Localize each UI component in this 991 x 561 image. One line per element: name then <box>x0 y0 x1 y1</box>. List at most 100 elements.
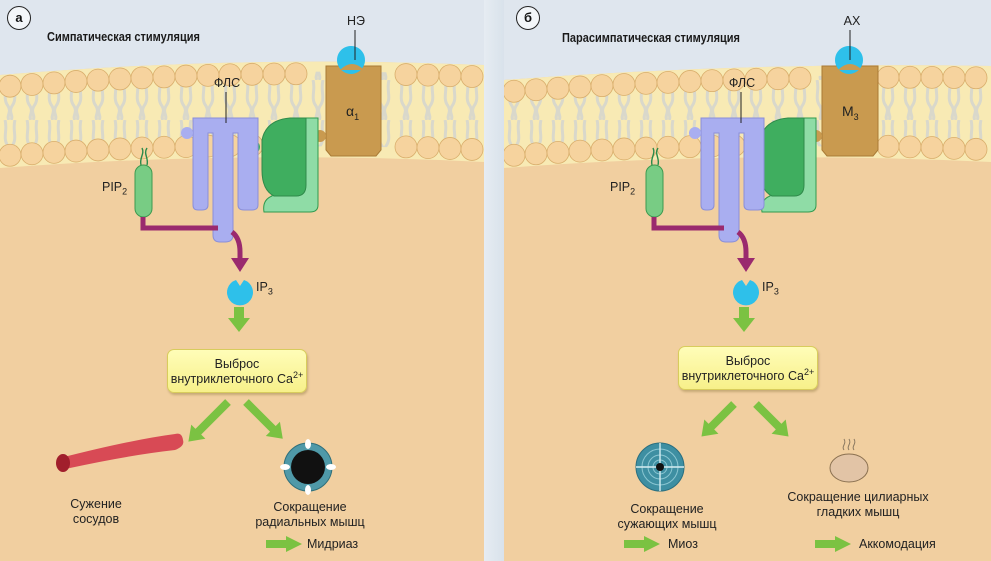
lipid-head <box>416 63 440 87</box>
lipid-head <box>108 137 132 161</box>
lipid-head <box>284 62 308 86</box>
pupil-dilated <box>291 450 325 484</box>
g-protein-alpha <box>759 117 805 197</box>
ligand-label: НЭ <box>346 14 366 28</box>
lipid-head <box>416 136 440 160</box>
lipid-head <box>64 70 88 93</box>
panel-b-illustration <box>504 0 991 561</box>
pip2-subscript: 2 <box>122 186 128 197</box>
lipid-head <box>504 79 526 103</box>
plc-knob <box>181 127 193 139</box>
green-arrow-down-head <box>228 318 250 332</box>
receptor-name: α <box>346 103 355 119</box>
lipid-head <box>876 134 900 158</box>
ip3-arrowhead <box>737 258 755 272</box>
result-arrow-miosis <box>624 536 660 552</box>
plc-enzyme <box>700 117 765 243</box>
green-arrow-down-head <box>733 318 755 332</box>
outcome-right-line2: радиальных мышц <box>255 515 365 529</box>
lipid-head <box>504 143 526 167</box>
lipid-head <box>920 65 944 89</box>
plc-label: ФЛС <box>213 76 241 90</box>
ip3-molecule <box>227 280 254 306</box>
lipid-head <box>460 65 484 88</box>
plc-knob <box>689 127 701 139</box>
lipid-head <box>964 66 988 90</box>
ip3-name: IP <box>762 280 774 294</box>
plc-label: ФЛС <box>728 76 756 90</box>
lipid-head <box>0 74 22 98</box>
lipid-head <box>240 62 264 86</box>
sphincter-label: Сокращение сужающих мышц <box>617 502 716 532</box>
outcome-left-line2: сужающих мышц <box>617 517 717 531</box>
result-arrow-mydriasis <box>266 536 302 552</box>
lipid-head <box>0 143 22 167</box>
lipid-head <box>86 68 110 92</box>
panel-sympathetic: а Симпатическая стимуляция НЭ α1 ФЛС PIP… <box>0 0 484 561</box>
ciliary-label: Сокращение цилиарных гладких мышц <box>787 490 928 520</box>
arrow-to-vessel <box>188 399 231 442</box>
ip3-molecule <box>733 280 759 306</box>
lipid-head <box>590 74 614 98</box>
lipid-head <box>788 66 812 90</box>
lipid-head <box>898 65 922 89</box>
calcium-line1: Выброс <box>725 354 771 368</box>
calcium-line2: внутриклеточного Ca2+ <box>679 366 817 384</box>
miosis-label: Миоз <box>668 537 698 551</box>
lipid-head <box>546 140 570 164</box>
pip2-name: PIP <box>610 180 631 194</box>
radial-muscle-label: Сокращение радиальных мышц <box>255 500 364 530</box>
ip3-arrowhead <box>231 258 249 272</box>
pip2-label: PIP2 <box>610 180 635 200</box>
ip3-subscript: 3 <box>267 286 273 297</box>
pip2-lipid <box>645 164 664 218</box>
receptor-subscript: 1 <box>354 111 360 122</box>
pip2-name: PIP <box>102 180 123 194</box>
lipid-head <box>152 65 176 89</box>
lipid-head <box>590 138 614 162</box>
calcium-line1: Выброс <box>214 357 260 371</box>
arrow-to-sphincter <box>701 401 737 437</box>
lipid-head <box>108 67 132 91</box>
calcium-text: внутриклеточного Ca <box>681 369 804 383</box>
lipid-head <box>42 71 66 95</box>
ligand-notch <box>340 64 364 70</box>
ligand-notch <box>838 64 862 70</box>
lipid-head <box>942 136 966 160</box>
calcium-line2: внутриклеточного Ca2+ <box>168 370 306 387</box>
calcium-release-box: Выброс внутриклеточного Ca2+ <box>678 346 818 390</box>
panel-badge: а <box>7 6 31 30</box>
blood-vessel <box>60 433 184 469</box>
accommodation-label: Аккомодация <box>859 537 936 551</box>
outcome-left-line1: Сокращение <box>630 502 704 516</box>
hydrolysis-line <box>651 217 724 231</box>
lipid-head <box>546 76 570 100</box>
outcome-right-line2: гладких мышц <box>816 505 900 519</box>
lipid-head <box>678 135 702 159</box>
lipid-head <box>20 73 44 96</box>
lipid-head <box>524 78 548 102</box>
lipid-head <box>612 73 636 96</box>
pip2-tails <box>650 147 660 166</box>
pip2-label: PIP2 <box>102 180 127 200</box>
panel-badge: б <box>516 6 540 30</box>
green-arrow-down-shaft <box>234 307 244 320</box>
lipid-head <box>766 67 790 91</box>
ip3-label: IP3 <box>762 280 779 300</box>
outcome-right-line1: Сокращение цилиарных <box>787 490 929 504</box>
outcome-right-line1: Сокращение <box>273 500 347 514</box>
receptor-label: α1 <box>346 104 359 125</box>
g-protein-alpha <box>261 117 307 197</box>
panel-a-illustration <box>0 0 484 561</box>
vessel-opening <box>56 454 70 472</box>
lipid-head <box>656 70 680 94</box>
calcium-charge: 2+ <box>803 366 815 377</box>
ip3-subscript: 3 <box>773 286 779 297</box>
panel-title: Симпатическая стимуляция <box>47 30 200 44</box>
lipid-head <box>634 71 658 95</box>
lipid-head <box>898 135 922 159</box>
heat-wave-icon <box>842 438 856 451</box>
lipid-head <box>920 136 944 159</box>
lipid-head <box>612 137 636 161</box>
mydriasis-label: Мидриаз <box>307 537 359 551</box>
